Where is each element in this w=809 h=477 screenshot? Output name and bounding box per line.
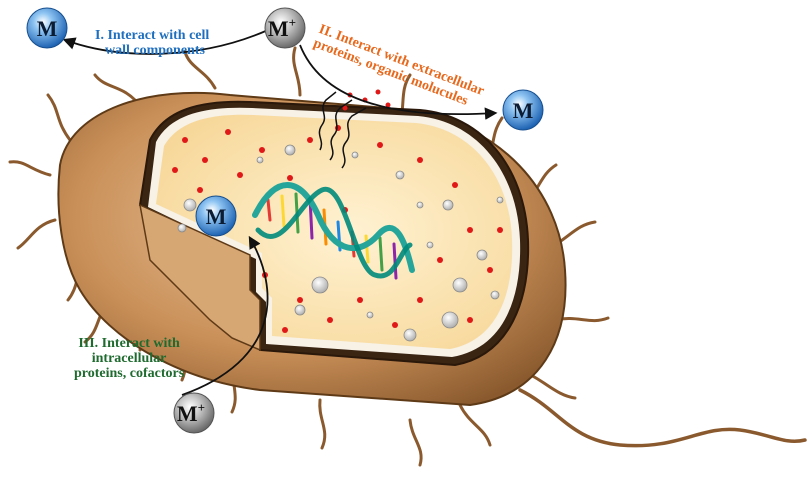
arrow-pathway-3 xyxy=(181,235,269,396)
svg-text:M: M xyxy=(37,16,58,41)
metal-ball-center: M xyxy=(195,195,237,237)
cytoplasm xyxy=(156,114,513,349)
vesicles xyxy=(177,144,504,342)
pathway-1-label: I. Interact with cell wall components xyxy=(95,28,210,58)
arrows xyxy=(62,29,498,396)
svg-text:M: M xyxy=(206,204,227,229)
svg-text:M+: M+ xyxy=(268,15,296,41)
pathway-3-label: III. Interact with intracellular protein… xyxy=(74,336,185,381)
arrow-pathway-1 xyxy=(62,29,269,55)
metal-ball-top-left: M xyxy=(26,7,68,49)
svg-text:M: M xyxy=(513,98,534,123)
metal-ion-ball-bottom: M+ xyxy=(173,392,215,434)
arrow-pathway-2 xyxy=(299,44,498,120)
cutaway-face xyxy=(139,203,261,352)
svg-text:M+: M+ xyxy=(177,400,205,426)
metal-ion-ball-top: M+ xyxy=(264,7,306,49)
signal-waves xyxy=(318,91,367,169)
metal-ball-right: M xyxy=(502,89,544,131)
dna-helix xyxy=(252,182,415,280)
